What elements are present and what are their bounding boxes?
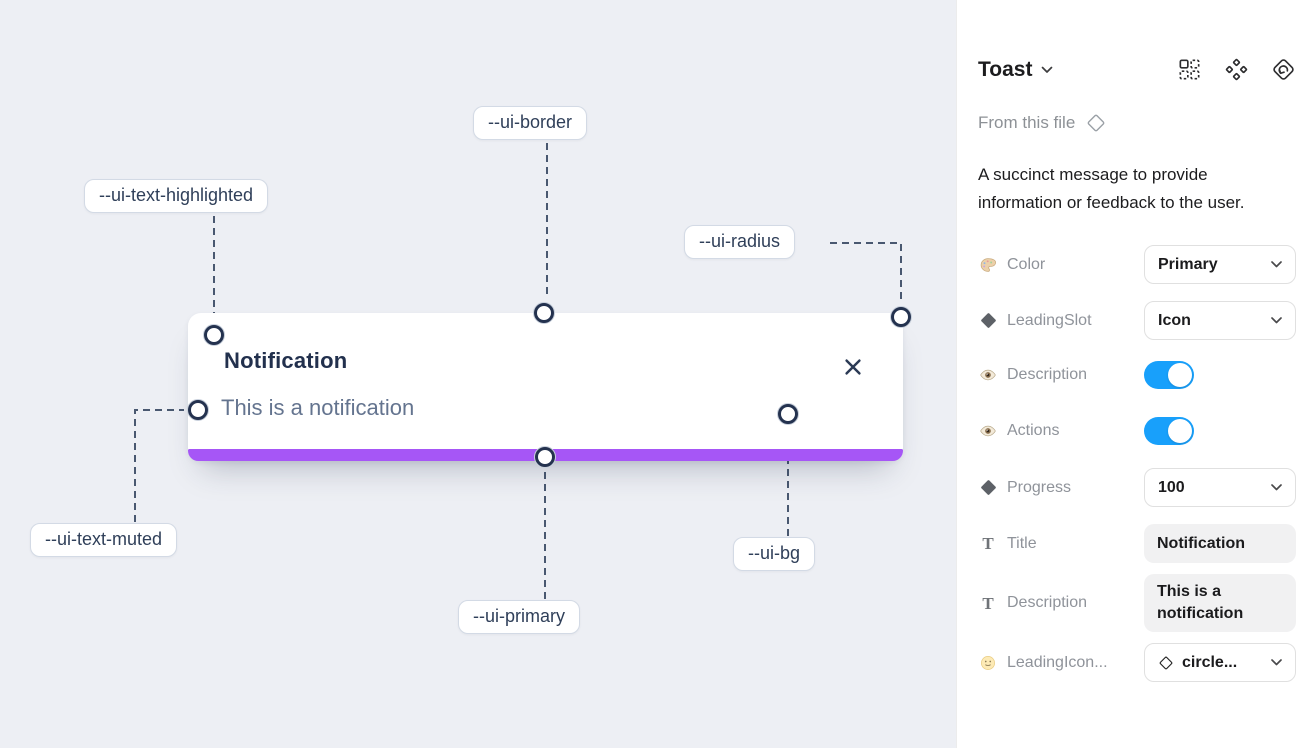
annotation-ui-border: --ui-border xyxy=(473,106,588,140)
marker-ui-bg xyxy=(777,403,799,425)
diamond-icon xyxy=(978,312,998,329)
palette-icon xyxy=(978,256,998,274)
annotation-ui-text-highlighted: --ui-text-highlighted xyxy=(84,179,269,213)
diamond-icon xyxy=(978,479,998,496)
component-description: A succinct message to provide informatio… xyxy=(978,165,1245,212)
description-field-value: This is a notification xyxy=(1157,583,1244,622)
prop-row-progress: Progress 100 xyxy=(978,468,1296,507)
description-field[interactable]: This is a notification xyxy=(1144,574,1296,632)
marker-ui-text-highlighted xyxy=(203,324,225,346)
close-icon[interactable] xyxy=(842,356,864,378)
properties-panel: Toast xyxy=(956,0,1312,748)
chevron-down-icon xyxy=(1265,484,1282,491)
prop-label-description-text: Description xyxy=(1007,594,1088,611)
reset-component-icon[interactable] xyxy=(1271,57,1296,82)
toggle-knob xyxy=(1168,419,1192,443)
toast-description: This is a notification xyxy=(221,395,415,420)
title-field-value: Notification xyxy=(1157,534,1245,552)
source-label: From this file xyxy=(978,113,1076,132)
toast-component: Notification This is a notification xyxy=(188,313,903,461)
eye-icon xyxy=(978,366,998,384)
prop-label-leadingslot: LeadingSlot xyxy=(1007,311,1092,329)
leadingslot-select[interactable]: Icon xyxy=(1144,301,1296,340)
chevron-down-icon xyxy=(1265,317,1282,324)
chevron-down-icon xyxy=(1265,261,1282,268)
prop-row-description-text: T Description This is a notification xyxy=(978,574,1296,632)
title-field[interactable]: Notification xyxy=(1144,524,1296,563)
prop-label-description: Description xyxy=(1007,366,1088,383)
toggle-knob xyxy=(1168,363,1192,387)
marker-ui-text-muted xyxy=(187,399,209,421)
prop-label-leadingicon: LeadingIcon... xyxy=(1007,653,1108,671)
toast-title: Notification xyxy=(224,348,348,373)
actions-toggle[interactable] xyxy=(1144,417,1194,445)
prop-row-color: Color Primary xyxy=(978,245,1296,284)
chevron-down-icon xyxy=(1265,659,1282,666)
marker-ui-primary xyxy=(534,446,556,468)
prop-label-progress: Progress xyxy=(1007,478,1072,496)
diamond-outline-icon xyxy=(1158,655,1174,671)
color-select[interactable]: Primary xyxy=(1144,245,1296,284)
connector-ui-text-muted xyxy=(134,409,184,522)
annotation-ui-text-muted: --ui-text-muted xyxy=(30,523,178,557)
prop-row-leadingicon: LeadingIcon... circle... xyxy=(978,643,1296,682)
text-icon: T xyxy=(982,593,994,613)
prop-row-description-toggle: Description xyxy=(978,361,1296,389)
leadingicon-select[interactable]: circle... xyxy=(1144,643,1296,682)
component-title[interactable]: Toast xyxy=(978,57,1033,81)
property-list: Color Primary LeadingSlot Icon xyxy=(978,245,1296,682)
prop-label-title: Title xyxy=(1007,534,1037,552)
marker-ui-radius xyxy=(890,306,912,328)
canvas: Notification This is a notification --ui… xyxy=(0,0,956,748)
eye-icon xyxy=(978,422,998,440)
prop-row-actions-toggle: Actions xyxy=(978,417,1296,445)
description-toggle[interactable] xyxy=(1144,361,1194,389)
marker-ui-border xyxy=(533,302,555,324)
prop-label-actions: Actions xyxy=(1007,422,1060,439)
connector-ui-radius xyxy=(830,242,902,303)
source-row: From this file xyxy=(978,112,1296,134)
diamond-outline-icon xyxy=(1087,114,1105,132)
smiley-icon xyxy=(978,654,998,672)
component-icon[interactable] xyxy=(1224,57,1249,82)
prop-row-leadingslot: LeadingSlot Icon xyxy=(978,301,1296,340)
annotation-ui-bg: --ui-bg xyxy=(733,537,816,571)
chevron-down-icon[interactable] xyxy=(1041,66,1053,74)
panel-header: Toast xyxy=(978,57,1296,82)
prop-label-color: Color xyxy=(1007,255,1046,273)
component-props-icon[interactable] xyxy=(1177,57,1202,82)
text-icon: T xyxy=(982,534,994,553)
annotation-ui-primary: --ui-primary xyxy=(458,600,580,634)
annotation-ui-radius: --ui-radius xyxy=(684,225,796,259)
prop-row-title: T Title Notification xyxy=(978,524,1296,563)
progress-select[interactable]: 100 xyxy=(1144,468,1296,507)
